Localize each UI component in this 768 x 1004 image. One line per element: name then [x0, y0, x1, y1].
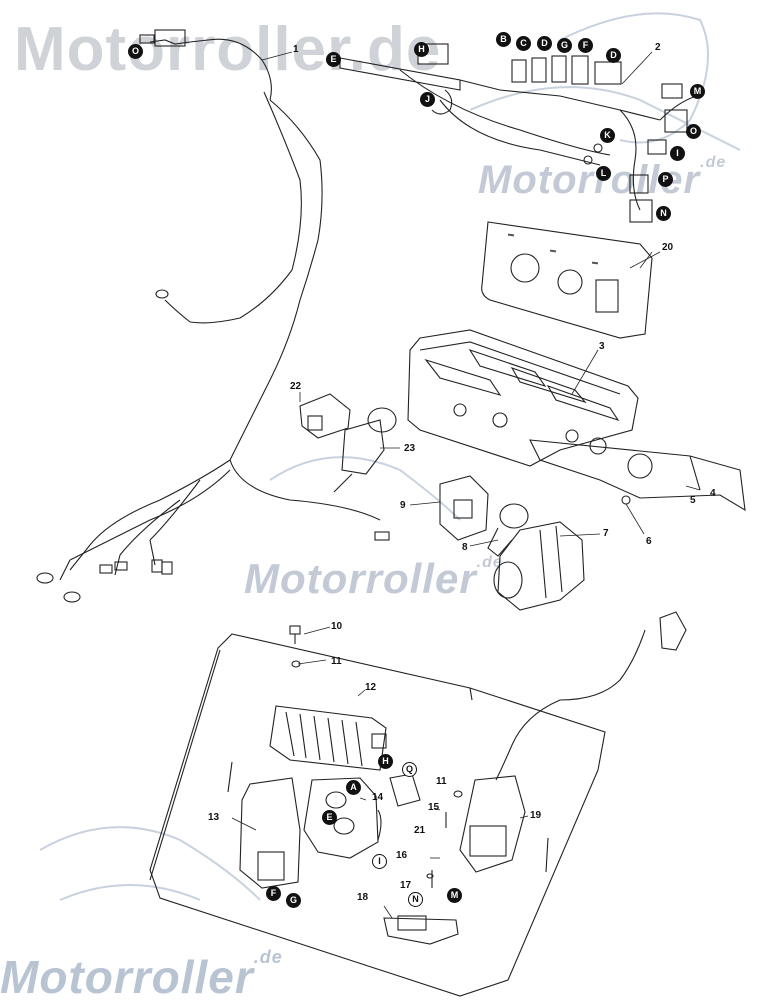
relay-21 [389, 773, 421, 807]
part-label-14: 14 [372, 792, 384, 803]
main-wire-harness [36, 29, 390, 603]
part-label-21: 21 [414, 825, 426, 836]
part-label-7: 7 [603, 528, 609, 539]
part-label-4: 4 [710, 488, 716, 499]
connector-badge-N: N [656, 206, 671, 221]
connector-badge-M: M [690, 84, 705, 99]
watermark-mid-center: Motorroller.de [244, 554, 503, 602]
part-label-23: 23 [404, 443, 416, 454]
part-label-10: 10 [331, 621, 343, 632]
connector-badge-P: P [658, 172, 673, 187]
connector-badge-H: H [414, 42, 429, 57]
part-label-5: 5 [690, 495, 696, 506]
lower-mounting-tray [149, 633, 606, 997]
part-label-3: 3 [599, 341, 605, 352]
connector-badge-Q: Q [402, 762, 417, 777]
ignition-switch-assembly [299, 393, 397, 493]
part-label-20: 20 [662, 242, 674, 253]
leader-lines [231, 51, 701, 919]
connector-badge-M2: M [447, 888, 462, 903]
part-label-16: 16 [396, 850, 408, 861]
panel-housing [407, 329, 746, 512]
ignition-coil [459, 611, 687, 873]
connector-badge-A: A [346, 780, 361, 795]
watermark-scooter-shapes [39, 12, 741, 901]
connector-badge-D: D [537, 36, 552, 51]
part-label-1: 1 [293, 44, 299, 55]
part-label-11a: 11 [331, 656, 342, 667]
watermark-top: Motorroller.de [14, 15, 442, 84]
connector-badge-K: K [600, 128, 615, 143]
part-label-15: 15 [428, 802, 440, 813]
connector-badge-E2: E [322, 810, 337, 825]
part-label-9: 9 [400, 500, 406, 511]
upper-wire-harness [339, 43, 701, 223]
part-label-8: 8 [462, 542, 468, 553]
connector-badge-O: O [128, 44, 143, 59]
part-label-11b: 11 [436, 776, 447, 787]
part-label-17: 17 [400, 880, 412, 891]
connector-badge-N2: N [408, 892, 423, 907]
part-label-18: 18 [357, 892, 369, 903]
watermark-bottom: Motorroller.de [0, 947, 283, 1003]
connector-badge-G: G [557, 38, 572, 53]
connector-badge-B: B [496, 32, 511, 47]
part-label-19: 19 [530, 810, 542, 821]
connector-badge-I: I [670, 146, 685, 161]
voltage-regulator [269, 705, 387, 771]
connector-badge-G2: G [286, 893, 301, 908]
connector-badge-C: C [516, 36, 531, 51]
connector-badge-L: L [596, 166, 611, 181]
switch-and-starter-components [439, 475, 585, 611]
part-label-6: 6 [646, 536, 652, 547]
part-label-13: 13 [208, 812, 220, 823]
connector-badge-J: J [420, 92, 435, 107]
connector-badge-E: E [326, 52, 341, 67]
part-label-2: 2 [655, 42, 661, 53]
panel-label-sticker [481, 221, 653, 339]
starter-relay [303, 777, 382, 859]
part-label-12: 12 [365, 682, 377, 693]
mounting-bracket [383, 915, 459, 945]
connector-badge-O2: O [686, 124, 701, 139]
connector-badge-F2: F [266, 886, 281, 901]
cdi-unit [239, 777, 301, 889]
connector-badge-H2: H [378, 754, 393, 769]
connector-badge-I2: I [372, 854, 387, 869]
connector-badge-F: F [578, 38, 593, 53]
part-label-22: 22 [290, 381, 302, 392]
connector-badge-D2: D [606, 48, 621, 63]
